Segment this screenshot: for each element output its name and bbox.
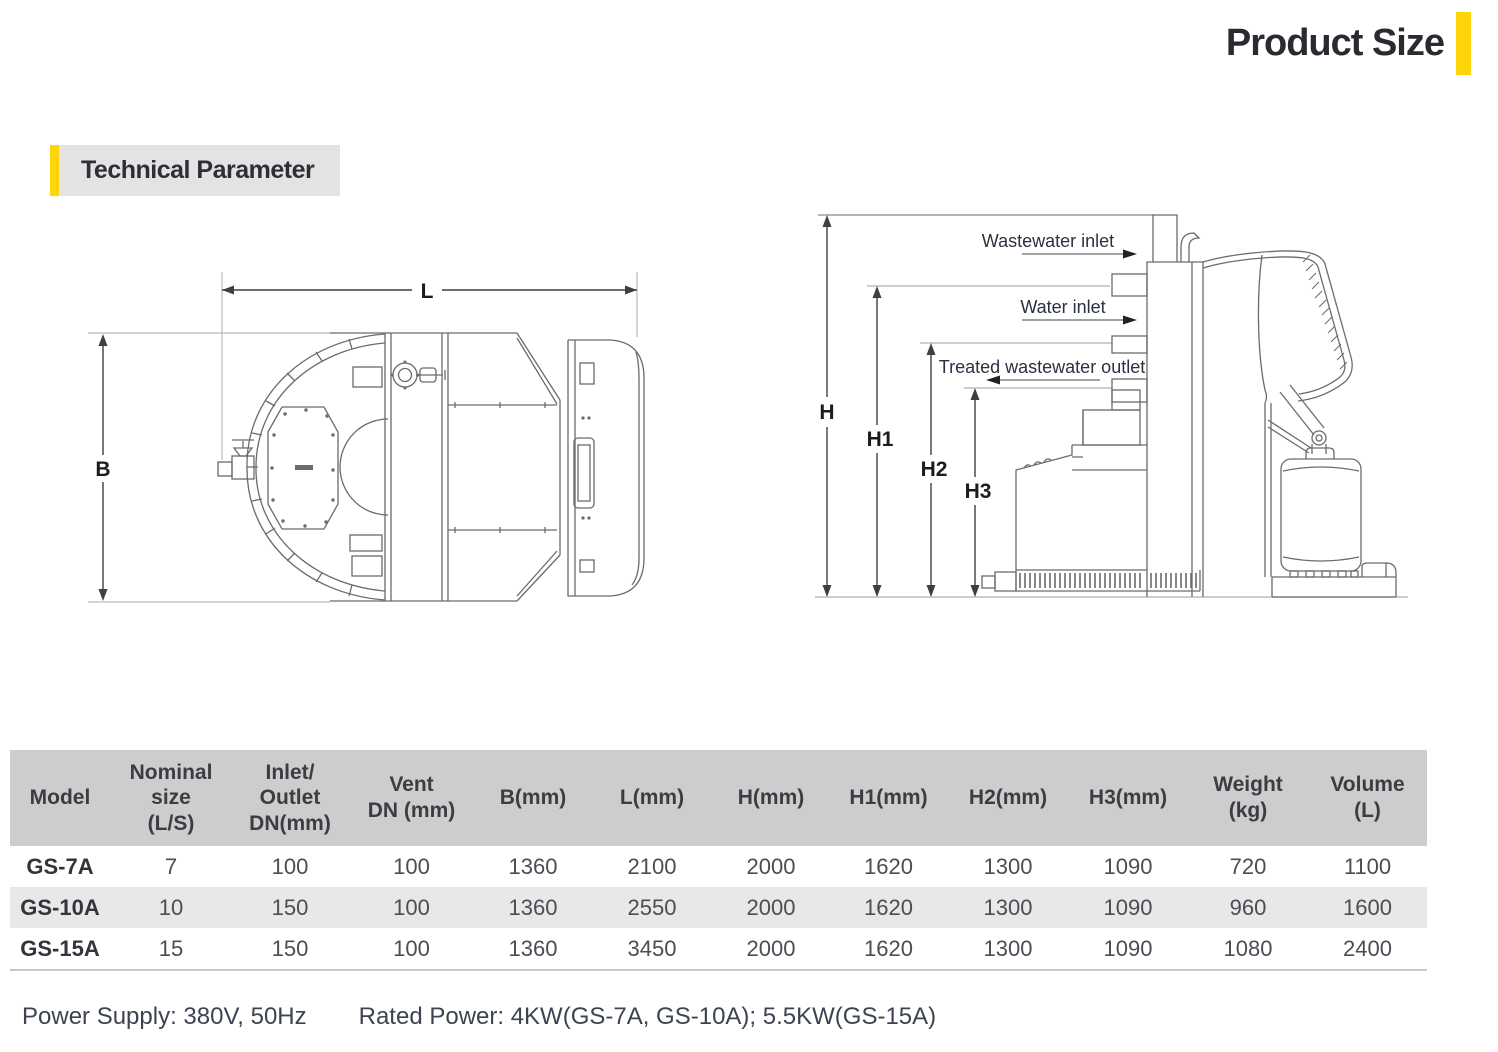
table-row-gs-7a: GS-7A 7 100 100 1360 2100 2000 1620 1300… [10, 846, 1427, 887]
label-wastewater-inlet: Wastewater inlet [982, 231, 1114, 251]
dim-label-H3: H3 [965, 480, 992, 503]
cell-value: 1620 [864, 853, 913, 879]
cell-value: 1080 [1188, 928, 1308, 971]
front-view-machine [217, 332, 645, 602]
dim-B: B [95, 334, 111, 601]
cell-value: 2000 [746, 853, 796, 879]
section-heading-label: Technical Parameter [81, 156, 315, 184]
arrow-right-icon [1123, 315, 1137, 325]
col-header-nominal-size: Nominal size (L/S) [110, 750, 232, 846]
label-treated-wastewater-outlet: Treated wastewater outlet [939, 357, 1145, 377]
cell-value: 1620 [829, 887, 948, 928]
page-title: Product Size [1225, 22, 1445, 64]
cell-value: 1090 [1103, 853, 1153, 879]
arrow-left-icon [222, 285, 234, 295]
title-accent-bar [1456, 12, 1471, 75]
label-water-inlet: Water inlet [1020, 297, 1105, 317]
table-header-row: Model Nominal size (L/S) Inlet/ Outlet D… [10, 750, 1427, 846]
arrow-down-icon [98, 589, 108, 601]
footer-notes: Power Supply: 380V, 50Hz Rated Power: 4KW… [22, 1003, 988, 1031]
dim-H2: H2 [921, 343, 948, 597]
cell-value: 2550 [591, 887, 713, 928]
dim-H1: H1 [867, 286, 894, 597]
cell-value: 720 [1229, 853, 1267, 879]
dim-L: L [222, 280, 637, 303]
page-header: Product Size [1226, 12, 1471, 75]
cell-value: 1100 [1343, 853, 1392, 879]
front-view-drawing: L B [88, 272, 645, 603]
cell-value: 150 [232, 887, 348, 928]
arrow-left-icon [986, 375, 1000, 385]
cell-value: 1360 [508, 853, 558, 879]
col-header-vent: Vent DN (mm) [348, 750, 475, 846]
col-header-h: H(mm) [713, 750, 829, 846]
side-view-drawing: Wastewater inlet Water inlet Treated was… [815, 214, 1408, 598]
cell-value: 1090 [1068, 928, 1188, 971]
dim-label-H2: H2 [921, 458, 948, 481]
cell-model: GS-10A [10, 887, 110, 928]
col-header-h2: H2(mm) [948, 750, 1068, 846]
col-header-h3: H3(mm) [1068, 750, 1188, 846]
dim-label-H: H [819, 401, 834, 424]
side-view-machine [981, 214, 1397, 598]
cell-value: 1620 [829, 928, 948, 971]
cell-value: 100 [271, 853, 309, 879]
table-row-gs-15a: GS-15A 15 150 100 1360 3450 2000 1620 13… [10, 928, 1427, 971]
col-header-volume: Volume (L) [1308, 750, 1427, 846]
section-accent-bar [50, 145, 59, 196]
section-heading-box: Technical Parameter [59, 145, 341, 196]
cell-value: 3450 [591, 928, 713, 971]
cell-model: GS-15A [10, 928, 110, 971]
rated-power-note: Rated Power: 4KW(GS-7A, GS-10A); 5.5KW(G… [358, 1003, 937, 1030]
flow-labels: Wastewater inlet Water inlet Treated was… [939, 231, 1145, 385]
power-supply-note: Power Supply: 380V, 50Hz [22, 1003, 307, 1030]
cell-value: 1300 [983, 853, 1033, 879]
col-header-inlet-outlet: Inlet/ Outlet DN(mm) [232, 750, 348, 846]
cell-value: 7 [164, 853, 178, 879]
dim-H: H [819, 215, 835, 597]
col-header-b: B(mm) [475, 750, 591, 846]
cell-value: 15 [110, 928, 232, 971]
cell-value: 1090 [1068, 887, 1188, 928]
col-header-weight: Weight (kg) [1188, 750, 1308, 846]
cell-value: 10 [110, 887, 232, 928]
col-header-l: L(mm) [591, 750, 713, 846]
cell-value: 100 [348, 887, 475, 928]
cell-value: 1600 [1308, 887, 1427, 928]
dim-label-H1: H1 [867, 428, 894, 451]
table-row-gs-10a: GS-10A 10 150 100 1360 2550 2000 1620 13… [10, 887, 1427, 928]
cell-value: 1360 [475, 928, 591, 971]
col-header-model: Model [10, 750, 110, 846]
col-header-h1: H1(mm) [829, 750, 948, 846]
cell-value: 100 [393, 853, 430, 879]
cell-value: 2100 [627, 853, 677, 879]
arrow-right-icon [625, 285, 637, 295]
dim-label-B: B [95, 458, 110, 481]
cell-value: 100 [348, 928, 475, 971]
dim-label-L: L [421, 280, 434, 303]
cell-value: 960 [1188, 887, 1308, 928]
arrow-right-icon [1123, 249, 1137, 259]
arrow-up-icon [98, 334, 108, 346]
cell-value: 2000 [713, 887, 829, 928]
cell-value: 1360 [475, 887, 591, 928]
dim-H3: H3 [965, 388, 992, 597]
cell-value: 2000 [713, 928, 829, 971]
cell-value: 2400 [1308, 928, 1427, 971]
section-heading: Technical Parameter [50, 145, 341, 196]
cell-value: 150 [232, 928, 348, 971]
front-view-extension-lines [88, 272, 638, 603]
cell-value: 1300 [948, 928, 1068, 971]
cell-value: 1300 [948, 887, 1068, 928]
cell-model: GS-7A [26, 853, 94, 879]
spec-table: Model Nominal size (L/S) Inlet/ Outlet D… [10, 750, 1427, 971]
